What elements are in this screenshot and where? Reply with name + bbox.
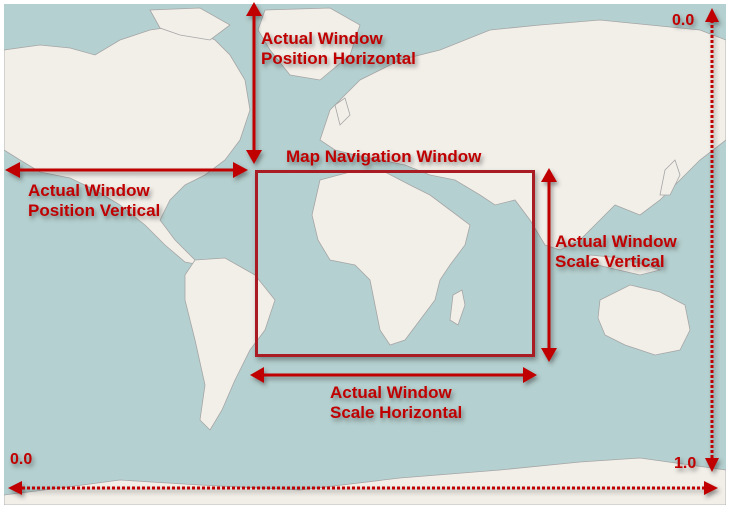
position-horizontal-arrow: [246, 2, 262, 164]
horizontal-axis-arrow: [8, 481, 718, 495]
label-position-vertical: Actual Window Position Vertical: [28, 181, 160, 221]
label-line: Actual Window: [330, 383, 452, 402]
axis-label-bottom-left: 0.0: [10, 451, 33, 468]
axis-label-bottom-right: 1.0: [674, 455, 697, 472]
label-line: Actual Window: [261, 29, 383, 48]
scale-horizontal-arrow: [250, 367, 537, 383]
world-map-landmasses: [4, 7, 726, 505]
label-scale-horizontal: Actual Window Scale Horizontal: [330, 383, 462, 423]
label-nav-window: Map Navigation Window: [286, 147, 482, 166]
label-line: Position Vertical: [28, 201, 161, 220]
label-line: Position Horizontal: [261, 49, 416, 68]
label-scale-vertical: Actual Window Scale Vertical: [555, 232, 677, 272]
map-navigation-window[interactable]: [255, 170, 535, 357]
label-line: Scale Horizontal: [330, 403, 463, 422]
scale-vertical-arrow: [541, 168, 557, 362]
axis-label-top-right: 0.0: [672, 12, 695, 29]
label-position-horizontal: Actual Window Position Horizontal: [261, 29, 416, 69]
world-map[interactable]: [4, 4, 726, 505]
label-line: Scale Vertical: [555, 252, 665, 271]
position-vertical-arrow: [5, 162, 248, 178]
label-line: Actual Window: [28, 181, 150, 200]
vertical-axis-arrow: [705, 8, 719, 472]
label-line: Actual Window: [555, 232, 677, 251]
